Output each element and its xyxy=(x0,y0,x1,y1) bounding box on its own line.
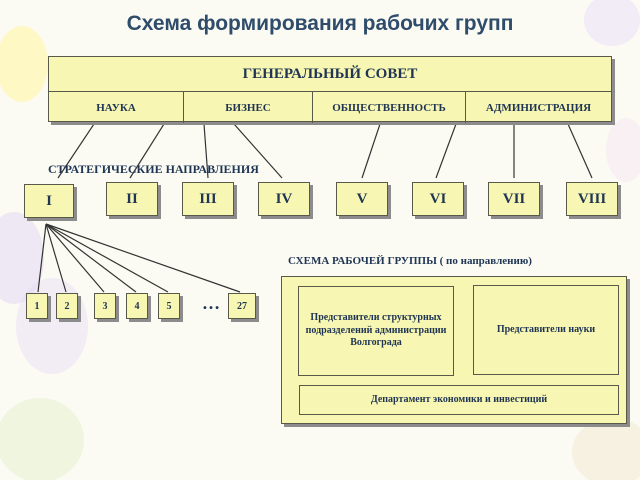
direction-box-4: IV xyxy=(258,182,310,216)
economics-department-box: Департамент экономики и инвестиций xyxy=(299,385,619,415)
group-scheme-label: СХЕМА РАБОЧЕЙ ГРУППЫ ( по направлению) xyxy=(288,255,532,267)
group-scheme-frame: Представители структурных подразделений … xyxy=(281,276,627,424)
science-representatives-box: Представители науки xyxy=(473,285,619,375)
sub-item-5: 5 xyxy=(158,293,180,319)
ellipsis: … xyxy=(202,293,220,313)
page-title: Схема формирования рабочих групп xyxy=(126,12,514,35)
direction-box-1: I xyxy=(24,184,74,218)
sub-item-4: 4 xyxy=(126,293,148,319)
sub-item-1: 1 xyxy=(26,293,48,319)
section-public: ОБЩЕСТВЕННОСТЬ xyxy=(313,92,466,123)
strategic-directions-label: СТРАТЕГИЧЕСКИЕ НАПРАВЛЕНИЯ xyxy=(48,162,259,176)
direction-box-3: III xyxy=(182,182,234,216)
admin-representatives-box: Представители структурных подразделений … xyxy=(298,286,454,376)
direction-box-7: VII xyxy=(488,182,540,216)
direction-box-8: VIII xyxy=(566,182,618,216)
sub-item-3: 3 xyxy=(94,293,116,319)
section-administration: АДМИНИСТРАЦИЯ xyxy=(485,101,592,114)
general-council-box: ГЕНЕРАЛЬНЫЙ СОВЕТ НАУКА БИЗНЕС ОБЩЕСТВЕН… xyxy=(48,56,612,123)
direction-box-6: VI xyxy=(412,182,464,216)
sub-item-27: 27 xyxy=(228,293,256,319)
direction-box-5: V xyxy=(336,182,388,216)
general-council-title: ГЕНЕРАЛЬНЫЙ СОВЕТ xyxy=(49,57,611,92)
section-science: НАУКА xyxy=(49,92,184,123)
direction-box-2: II xyxy=(106,182,158,216)
council-sections: НАУКА БИЗНЕС ОБЩЕСТВЕННОСТЬ АДМИНИСТРАЦИ… xyxy=(49,92,611,123)
sub-item-2: 2 xyxy=(56,293,78,319)
section-business: БИЗНЕС xyxy=(184,92,313,123)
